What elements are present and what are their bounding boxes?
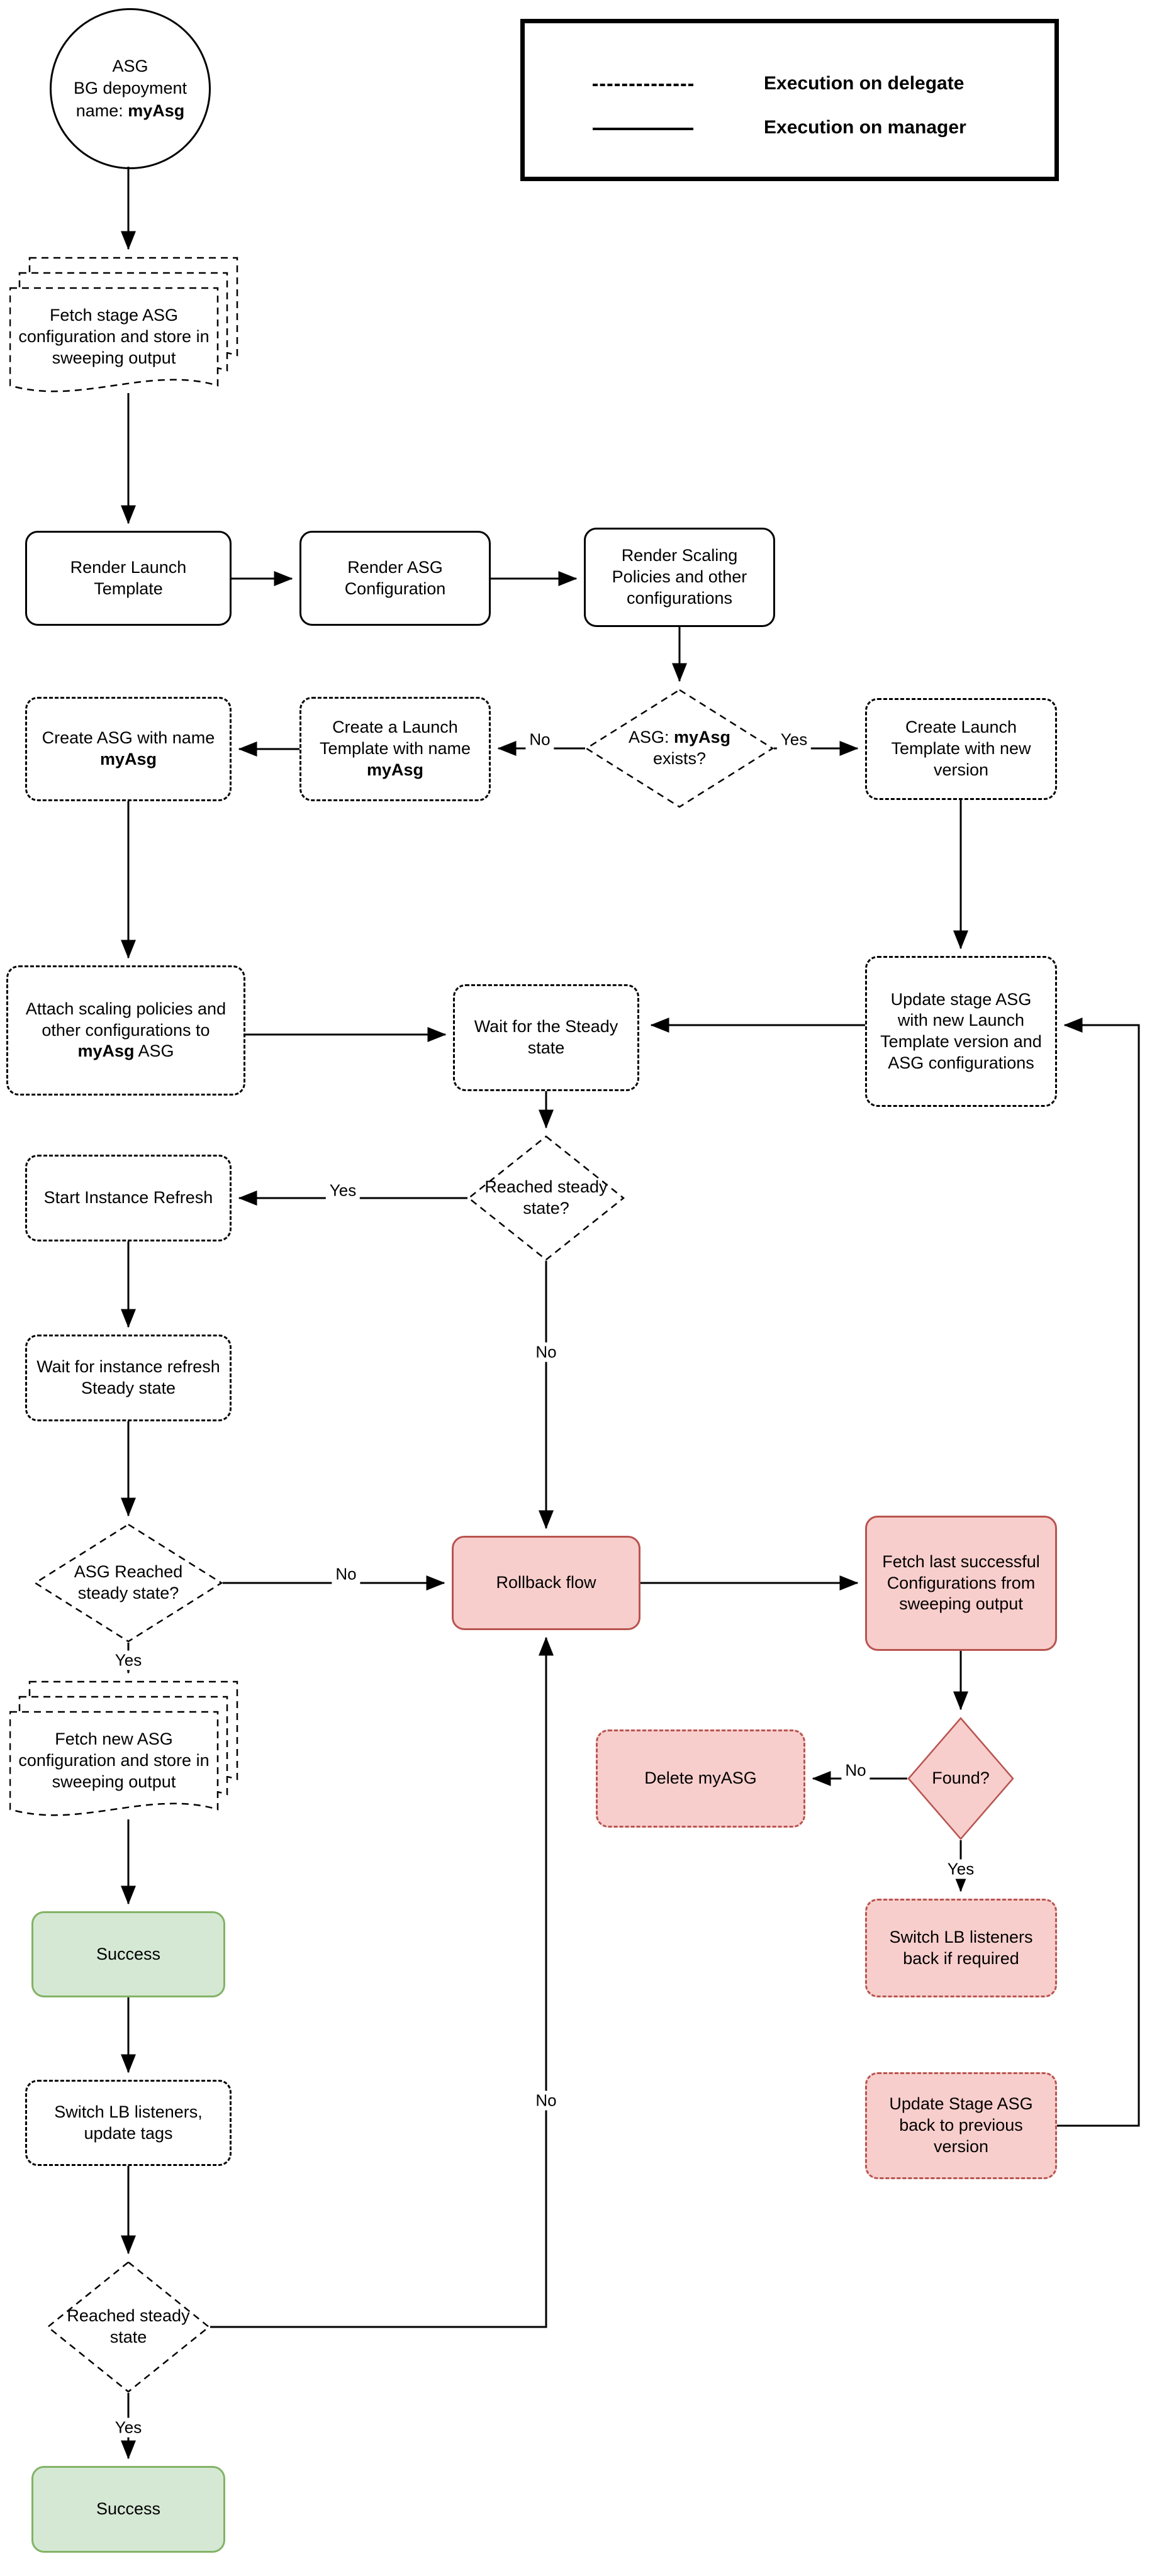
node-rollback-flow: Rollback flow bbox=[452, 1536, 640, 1630]
start-line1: ASG bbox=[112, 57, 148, 76]
edge-label-steady-yes: Yes bbox=[325, 1180, 361, 1201]
edge-label-exists-no: No bbox=[525, 730, 554, 750]
node-switch-lb-back: Switch LB listeners back if required bbox=[865, 1899, 1057, 1997]
edge-label-found-no: No bbox=[841, 1760, 870, 1780]
start-line2: BG depoyment bbox=[73, 79, 187, 98]
node-attach-scaling-policies: Attach scaling policies and other config… bbox=[6, 965, 245, 1096]
node-reached-steady-decision: Reached steady state? bbox=[467, 1135, 625, 1261]
asg-exists-label: ASG: myAsg exists? bbox=[628, 728, 731, 768]
edge-label-final-yes: Yes bbox=[111, 2418, 146, 2438]
legend-delegate-label: Execution on delegate bbox=[764, 73, 965, 94]
node-reached-steady2-decision: Reached steady state bbox=[47, 2261, 210, 2393]
node-create-launch-new-version: Create Launch Template with new version bbox=[865, 698, 1057, 800]
edge-label-found-yes: Yes bbox=[943, 1859, 978, 1879]
node-switch-lb-update-tags: Switch LB listeners, update tags bbox=[25, 2080, 232, 2166]
node-success-1: Success bbox=[31, 1911, 225, 1997]
reached-steady2-label: Reached steady state bbox=[67, 2306, 190, 2346]
node-fetch-stage-config: Fetch stage ASG configuration and store … bbox=[9, 257, 238, 409]
fetch-stage-config-label: Fetch stage ASG configuration and store … bbox=[18, 306, 210, 367]
solid-line-sample bbox=[593, 128, 693, 130]
node-update-stage-back: Update Stage ASG back to previous versio… bbox=[865, 2072, 1057, 2179]
edge-label-final-no: No bbox=[532, 2090, 561, 2111]
node-asg-reached-decision: ASG Reached steady state? bbox=[34, 1523, 223, 1643]
edge-label-exists-yes: Yes bbox=[776, 730, 812, 750]
node-create-launch-template-myasg: Create a Launch Template with name myAsg bbox=[299, 697, 491, 801]
legend: Execution on delegate Execution on manag… bbox=[520, 19, 1059, 181]
fetch-new-asg-label: Fetch new ASG configuration and store in… bbox=[18, 1729, 210, 1791]
legend-manager-label: Execution on manager bbox=[764, 117, 966, 138]
node-wait-instance-refresh: Wait for instance refresh Steady state bbox=[25, 1335, 232, 1421]
node-start: ASG BG depoyment name: myAsg bbox=[50, 8, 211, 169]
node-start-instance-refresh: Start Instance Refresh bbox=[25, 1155, 232, 1241]
node-render-scaling-policies: Render Scaling Policies and other config… bbox=[584, 528, 775, 627]
start-line3: name: myAsg bbox=[75, 101, 185, 120]
node-success-2: Success bbox=[31, 2466, 225, 2553]
dashed-line-sample bbox=[593, 84, 693, 86]
node-render-asg-configuration: Render ASG Configuration bbox=[299, 531, 491, 626]
node-update-stage-asg: Update stage ASG with new Launch Templat… bbox=[865, 956, 1057, 1107]
node-wait-steady-state: Wait for the Steady state bbox=[453, 984, 639, 1091]
node-fetch-last-successful: Fetch last successful Configurations fro… bbox=[865, 1516, 1057, 1651]
found-label: Found? bbox=[932, 1768, 990, 1788]
asg-reached-label: ASG Reached steady state? bbox=[74, 1562, 183, 1602]
edge-label-steady-no: No bbox=[532, 1342, 561, 1362]
edge-label-asg-reached-yes: Yes bbox=[111, 1650, 146, 1670]
node-delete-myasg: Delete myASG bbox=[596, 1729, 805, 1828]
node-render-launch-template: Render Launch Template bbox=[25, 531, 232, 626]
edge-label-asg-reached-no: No bbox=[332, 1564, 361, 1584]
node-asg-exists-decision: ASG: myAsg exists? bbox=[585, 689, 774, 808]
node-fetch-new-asg-config: Fetch new ASG configuration and store in… bbox=[9, 1680, 238, 1833]
node-create-asg-myasg: Create ASG with name myAsg bbox=[25, 697, 232, 801]
reached-steady-label: Reached steady state? bbox=[484, 1177, 608, 1218]
node-found-decision: Found? bbox=[907, 1717, 1014, 1840]
